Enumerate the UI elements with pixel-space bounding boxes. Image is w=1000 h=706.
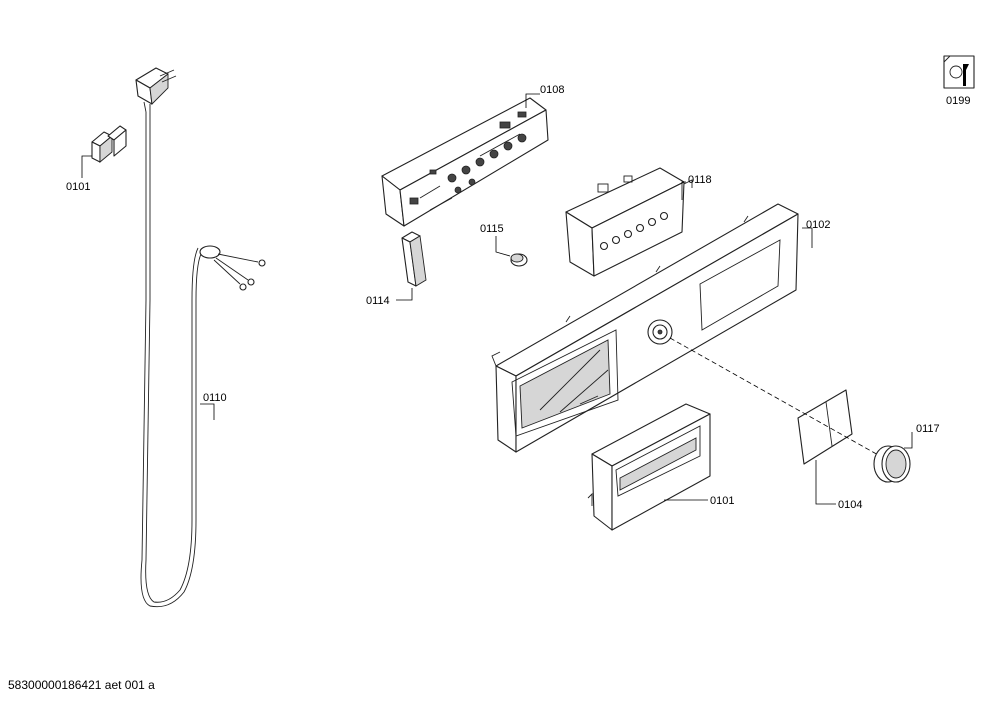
alignment-dash-line	[669, 337, 881, 457]
leader-0110	[200, 403, 215, 420]
part-0117-knob-ring[interactable]	[873, 445, 911, 483]
label-0199: 0199	[946, 95, 970, 107]
label-0112: 0101	[66, 181, 90, 193]
part-0101-control-panel[interactable]	[491, 203, 799, 453]
label-0115: 0115	[480, 223, 504, 235]
service-manual-icon[interactable]	[943, 55, 975, 89]
part-0110-power-cord[interactable]	[135, 67, 266, 608]
leader-0101	[802, 227, 813, 248]
part-0112-clip[interactable]	[91, 125, 127, 163]
leader-0108	[525, 93, 540, 108]
label-0117: 0117	[916, 423, 940, 435]
leader-0114	[396, 288, 413, 301]
label-0110: 0110	[203, 392, 227, 404]
leader-0117	[904, 432, 913, 449]
leader-0115	[495, 236, 511, 257]
part-0104-foil-label[interactable]	[797, 389, 853, 465]
label-0114: 0114	[366, 295, 390, 307]
label-0108: 0108	[540, 84, 564, 96]
part-0108-control-board[interactable]	[381, 97, 549, 227]
leader-0112	[81, 155, 92, 178]
label-0102: 0101	[710, 495, 734, 507]
part-0114-light-guide[interactable]	[401, 231, 427, 287]
part-0115-knob-cap[interactable]	[510, 253, 528, 267]
part-0118-button-panel[interactable]	[565, 167, 693, 277]
part-0102-dispenser-handle[interactable]	[587, 403, 711, 531]
label-0104: 0104	[838, 499, 862, 511]
leader-0118	[681, 181, 686, 200]
label-0118: 0118	[688, 174, 712, 186]
document-code: 58300000186421 aet 001 a	[8, 678, 155, 692]
leader-0104	[815, 460, 836, 505]
label-0101: 0102	[806, 219, 830, 231]
